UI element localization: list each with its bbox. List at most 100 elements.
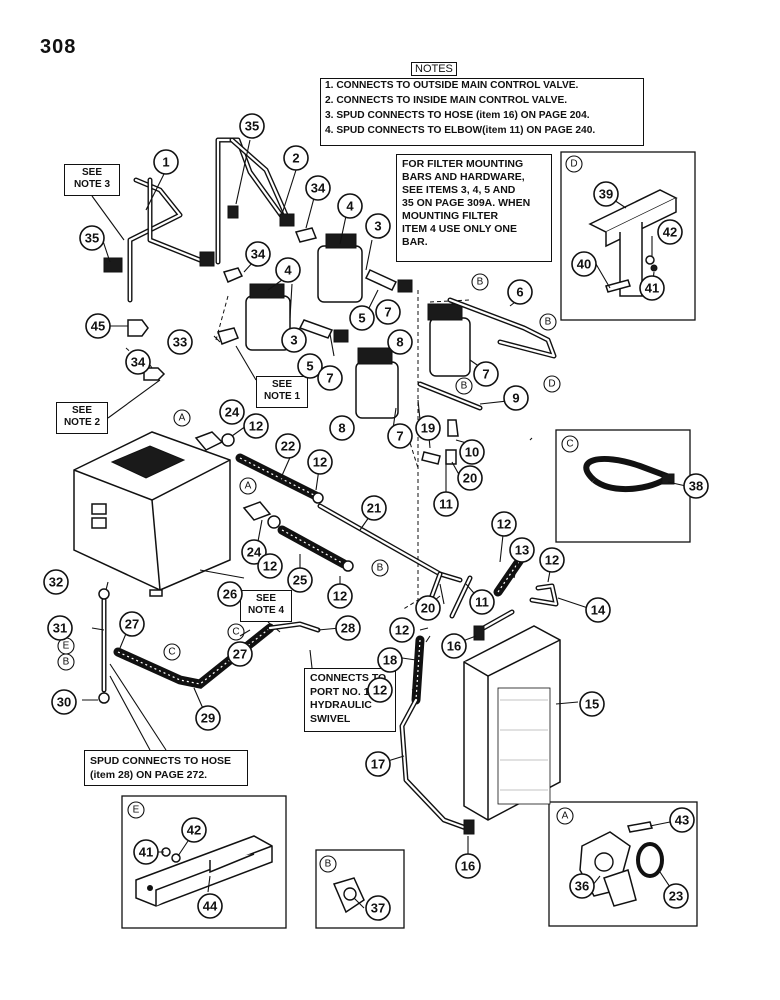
leader-see-note-2 [107, 379, 161, 419]
fitting-item-30 [98, 692, 110, 704]
callout-12: 12 [491, 511, 517, 537]
callout-7: 7 [317, 365, 343, 391]
filter-item-4-upper [317, 233, 363, 303]
see-note-label: SEE [71, 405, 92, 416]
letter-a-mid: A [239, 477, 257, 495]
callout-1: 1 [153, 149, 179, 175]
svg-text:21: 21 [367, 501, 381, 516]
nut-item-35-left [103, 257, 123, 273]
svg-text:C: C [168, 647, 175, 658]
callout-36: 36 [569, 873, 595, 899]
callout-27: 27 [119, 611, 145, 637]
callout-41: 41 [133, 839, 159, 865]
svg-text:B: B [63, 657, 70, 668]
bolt-item-40 [605, 279, 631, 293]
svg-text:17: 17 [371, 757, 385, 772]
callout-37: 37 [365, 895, 391, 921]
svg-text:42: 42 [187, 823, 201, 838]
svg-text:24: 24 [225, 405, 240, 420]
callout-28: 28 [335, 615, 361, 641]
spud-note: SPUD CONNECTS TO HOSE (item 28) ON PAGE … [84, 750, 248, 786]
see-note-label: SEE [81, 167, 102, 178]
filter-note-line: SEE ITEMS 3, 4, 5 AND [402, 184, 516, 196]
svg-text:41: 41 [139, 845, 153, 860]
svg-text:7: 7 [396, 429, 403, 444]
see-note-1: SEE NOTE 1 [256, 376, 308, 408]
svg-text:D: D [570, 159, 577, 170]
callout-24: 24 [219, 399, 245, 425]
callout-10: 10 [459, 439, 485, 465]
fitting-item-16-upper [473, 625, 485, 641]
filter-note-line: MOUNTING FILTER [402, 210, 499, 222]
svg-text:B: B [545, 317, 552, 328]
svg-text:12: 12 [395, 623, 409, 638]
svg-text:5: 5 [358, 311, 365, 326]
callout-7: 7 [375, 299, 401, 325]
letter-b-lower: B [371, 559, 389, 577]
callout-42: 42 [657, 219, 683, 245]
callout-8: 8 [329, 415, 355, 441]
nipple-item-5-upper [364, 269, 398, 291]
callout-25: 25 [287, 567, 313, 593]
callout-18: 18 [377, 647, 403, 673]
callout-40: 40 [571, 251, 597, 277]
svg-text:32: 32 [49, 575, 63, 590]
svg-text:23: 23 [669, 889, 683, 904]
svg-text:B: B [377, 563, 384, 574]
leader-see-note-3 [91, 195, 125, 241]
callout-16: 16 [455, 853, 481, 879]
port-note-line: HYDRAULIC [310, 699, 372, 711]
svg-text:4: 4 [346, 199, 354, 214]
nut-item-1 [199, 251, 215, 267]
hydraulic-tank-item-26 [73, 431, 231, 597]
page-number: 308 [40, 36, 77, 58]
svg-text:33: 33 [173, 335, 187, 350]
callout-9: 9 [503, 385, 529, 411]
callout-4: 4 [337, 193, 363, 219]
callout-12: 12 [257, 553, 283, 579]
leader-see-note-1 [235, 345, 257, 381]
svg-text:7: 7 [482, 367, 489, 382]
callout-38: 38 [683, 473, 709, 499]
elbow-item-45 [127, 319, 149, 337]
see-note-label: NOTE 4 [247, 605, 285, 616]
svg-text:24: 24 [247, 545, 262, 560]
callout-26: 26 [217, 581, 243, 607]
callout-17: 17 [365, 751, 391, 777]
callout-5: 5 [349, 305, 375, 331]
svg-text:45: 45 [91, 319, 105, 334]
letter-a-detail: A [556, 807, 574, 825]
see-note-label: NOTE 2 [63, 417, 101, 428]
svg-text:C: C [232, 627, 239, 638]
svg-text:16: 16 [461, 859, 475, 874]
callout-33: 33 [167, 329, 193, 355]
svg-text:A: A [245, 481, 252, 492]
see-note-3: SEE NOTE 3 [64, 164, 120, 196]
svg-text:40: 40 [577, 257, 591, 272]
letter-b-top: B [471, 273, 489, 291]
callout-11: 11 [469, 589, 495, 615]
fitting-item-24-lower [242, 501, 272, 521]
callout-5: 5 [297, 353, 323, 379]
svg-text:A: A [179, 413, 186, 424]
letter-b-left: B [57, 653, 75, 671]
callout-30: 30 [51, 689, 77, 715]
callout-44: 44 [197, 893, 223, 919]
callout-39: 39 [593, 181, 619, 207]
svg-text:35: 35 [85, 231, 99, 246]
svg-text:25: 25 [293, 573, 307, 588]
fitting-item-19 [421, 451, 441, 465]
see-note-label: NOTE 3 [73, 179, 111, 190]
letter-d-top: D [565, 155, 583, 173]
svg-text:37: 37 [371, 901, 385, 916]
callout-31: 31 [47, 615, 73, 641]
callout-29: 29 [195, 705, 221, 731]
filter-note-line: 35 ON PAGE 309A. WHEN [402, 197, 531, 209]
svg-text:30: 30 [57, 695, 71, 710]
filter-mounting-note: FOR FILTER MOUNTING BARS AND HARDWARE, S… [396, 154, 552, 262]
filter-note-line: FOR FILTER MOUNTING [402, 158, 524, 170]
svg-text:8: 8 [338, 421, 345, 436]
filter-note-line: BAR. [402, 236, 428, 248]
svg-text:4: 4 [284, 263, 292, 278]
callout-11: 11 [433, 491, 459, 517]
